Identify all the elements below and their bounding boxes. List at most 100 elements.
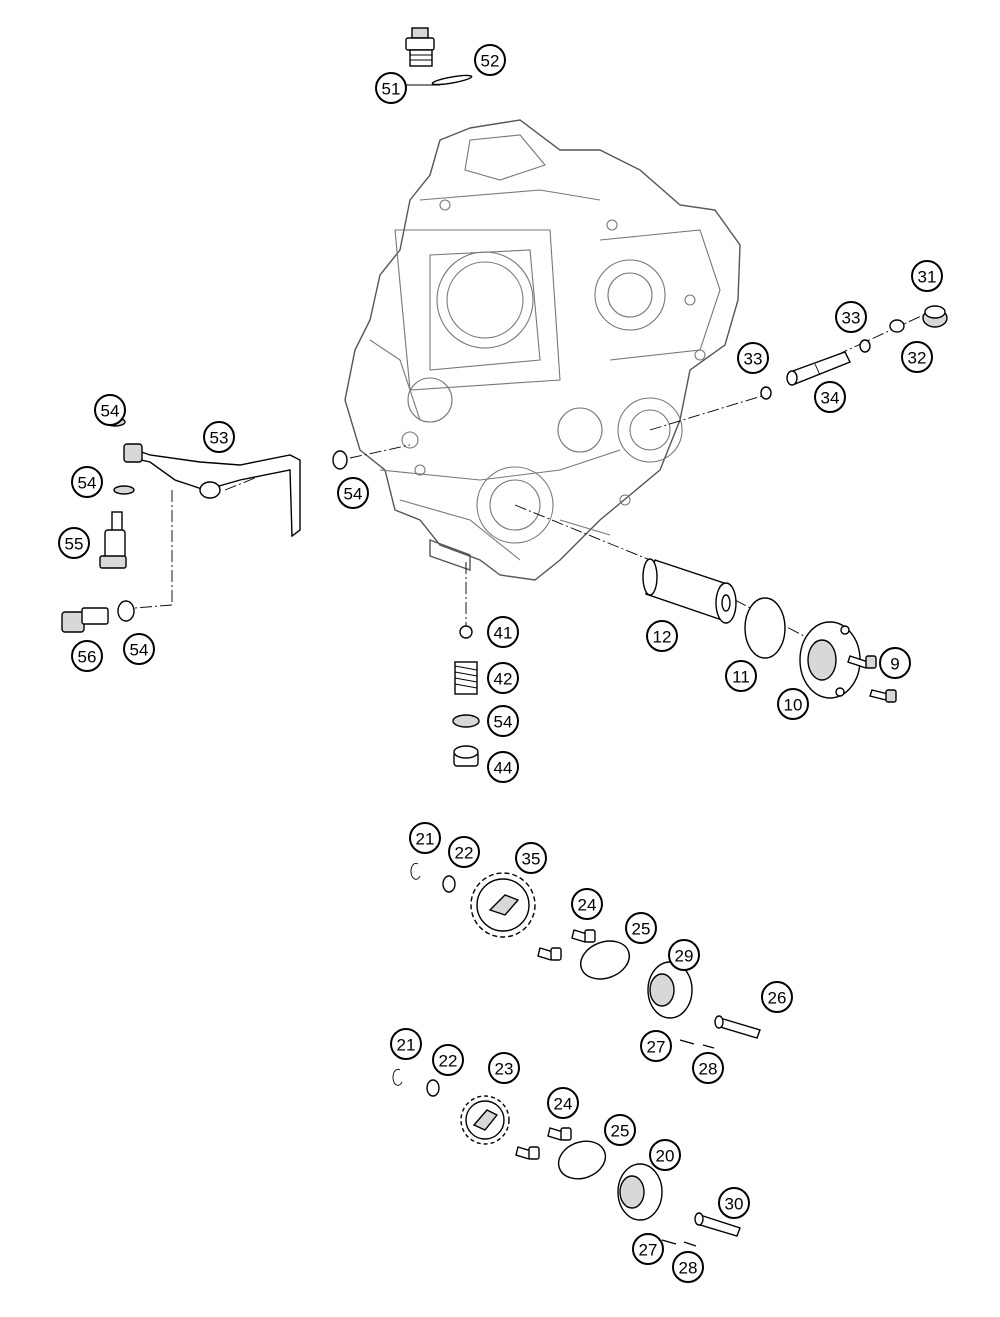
callout-number: 54	[344, 485, 363, 504]
callout-circle	[474, 44, 506, 76]
callout-circle	[725, 660, 757, 692]
callout-24: 24	[547, 1087, 579, 1119]
callout-27: 27	[632, 1233, 664, 1265]
callout-30: 30	[718, 1187, 750, 1219]
callout-circle	[547, 1087, 579, 1119]
screws-9	[847, 655, 897, 703]
callout-number: 22	[455, 844, 474, 863]
callout-21: 21	[390, 1028, 422, 1060]
callout-circle	[879, 647, 911, 679]
callout-circle	[911, 260, 943, 292]
callout-circle	[337, 477, 369, 509]
callout-number: 56	[78, 648, 97, 667]
pin-28b	[683, 1241, 697, 1247]
callout-12: 12	[646, 620, 678, 652]
engine-crankcase	[344, 119, 741, 581]
oil-filler-plug	[405, 27, 435, 67]
callout-circle	[668, 939, 700, 971]
spring-42	[454, 661, 478, 695]
callout-22: 22	[432, 1044, 464, 1076]
callout-circle	[646, 620, 678, 652]
oil-filter-12	[642, 558, 737, 624]
callout-10: 10	[777, 688, 809, 720]
pin-28a	[702, 1044, 715, 1049]
callout-32: 32	[901, 341, 933, 373]
callout-25: 25	[604, 1114, 636, 1146]
callout-55: 55	[58, 527, 90, 559]
callout-52: 52	[474, 44, 506, 76]
callout-circle	[390, 1028, 422, 1060]
circlip-21b	[392, 1068, 403, 1086]
callout-circle	[692, 1052, 724, 1084]
callout-number: 24	[554, 1095, 573, 1114]
callout-20: 20	[649, 1139, 681, 1171]
callout-number: 32	[908, 349, 927, 368]
callout-circle	[737, 342, 769, 374]
callout-number: 35	[522, 850, 541, 869]
callout-34: 34	[814, 381, 846, 413]
callout-28: 28	[672, 1251, 704, 1283]
pump-cover-25a	[580, 940, 630, 980]
callout-number: 51	[382, 80, 401, 99]
callout-circle	[761, 981, 793, 1013]
callout-circle	[487, 616, 519, 648]
callout-42: 42	[487, 662, 519, 694]
callout-circle	[488, 1052, 520, 1084]
callout-44: 44	[487, 751, 519, 783]
screw-plug-56	[61, 607, 109, 633]
callout-33: 33	[835, 301, 867, 333]
callout-number: 29	[675, 947, 694, 966]
callout-circle	[814, 381, 846, 413]
callout-number: 9	[890, 655, 899, 674]
callout-number: 41	[494, 624, 513, 643]
callout-41: 41	[487, 616, 519, 648]
callout-54: 54	[71, 466, 103, 498]
callout-circle	[409, 822, 441, 854]
callout-53: 53	[203, 421, 235, 453]
screws-24b	[515, 1127, 572, 1160]
callout-22: 22	[448, 836, 480, 868]
callout-54: 54	[337, 477, 369, 509]
callout-circle	[649, 1139, 681, 1171]
seal-ring-32	[889, 319, 905, 333]
pump-rotor-29	[647, 961, 693, 1019]
callout-29: 29	[668, 939, 700, 971]
callout-circle	[432, 1044, 464, 1076]
seal-54-spring	[452, 714, 480, 728]
pump-shaft-30	[694, 1212, 741, 1237]
callout-circle	[71, 640, 103, 672]
oil-pump-gear-35	[470, 872, 536, 938]
callout-number: 10	[784, 696, 803, 715]
callout-number: 54	[78, 474, 97, 493]
oil-filter-cover-10	[799, 621, 861, 699]
pump-shaft-26	[714, 1015, 761, 1039]
callout-24: 24	[571, 888, 603, 920]
callout-number: 33	[842, 309, 861, 328]
callout-circle	[835, 301, 867, 333]
callout-number: 28	[699, 1060, 718, 1079]
plug-44	[453, 745, 479, 767]
callout-circle	[515, 842, 547, 874]
callout-27: 27	[640, 1030, 672, 1062]
callout-number: 34	[821, 389, 840, 408]
callout-circle	[375, 72, 407, 104]
circlip-21a	[410, 862, 421, 880]
callout-number: 27	[647, 1038, 666, 1057]
oil-screw-plug-31	[922, 305, 948, 328]
callout-number: 55	[65, 535, 84, 554]
callout-number: 24	[578, 896, 597, 915]
callout-number: 53	[210, 429, 229, 448]
callout-number: 54	[130, 641, 149, 660]
callout-31: 31	[911, 260, 943, 292]
callout-number: 25	[611, 1122, 630, 1141]
callout-circle	[672, 1251, 704, 1283]
screws-24a	[537, 929, 596, 961]
callout-54: 54	[123, 633, 155, 665]
oil-line-53	[123, 443, 301, 538]
callout-circle	[632, 1233, 664, 1265]
callout-33: 33	[737, 342, 769, 374]
callout-number: 33	[744, 350, 763, 369]
seal-54-case	[332, 450, 348, 470]
washer-22b	[426, 1079, 440, 1097]
